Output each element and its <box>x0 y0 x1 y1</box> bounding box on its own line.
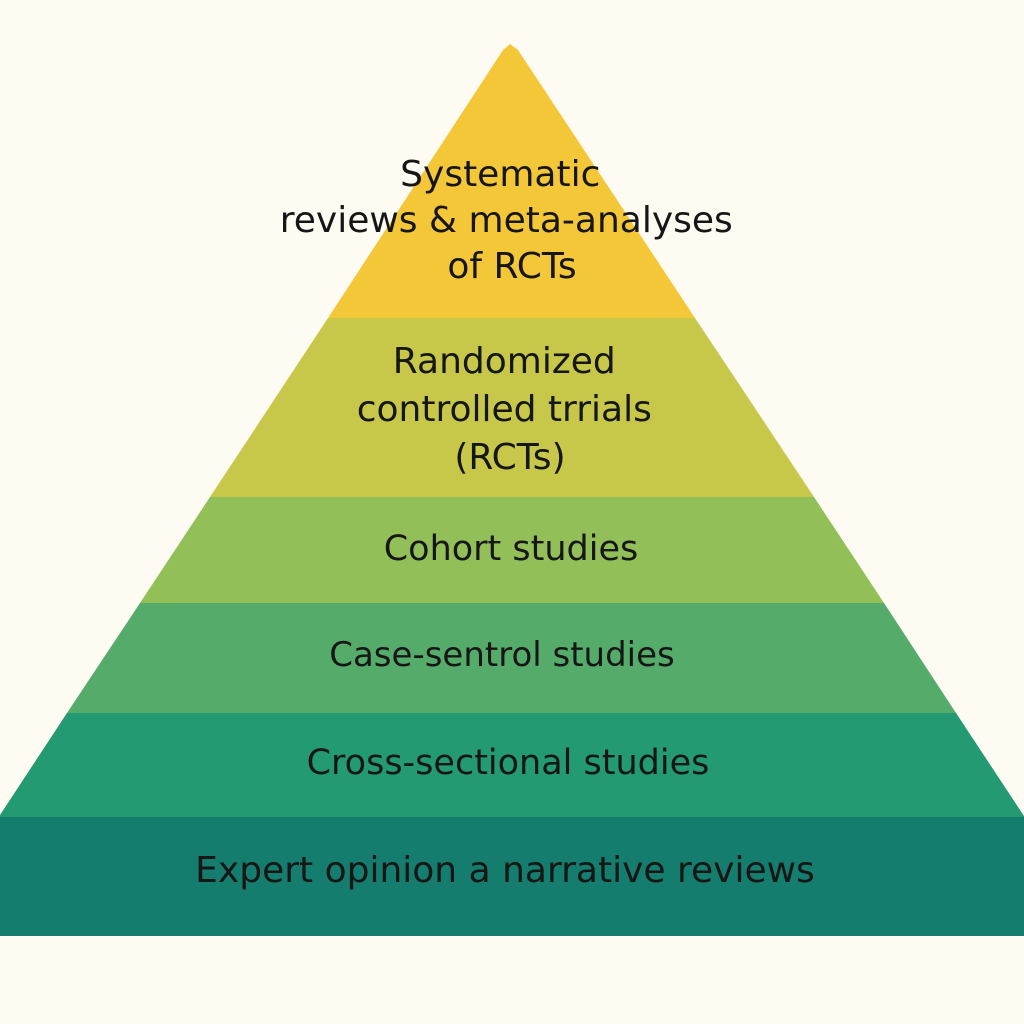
tier-1-band <box>328 44 695 318</box>
tier-5-band <box>0 713 1024 817</box>
tier-3-label-line-1: Cohort studies <box>384 529 639 569</box>
tier-4-label: Case-sentrol studies <box>329 635 675 675</box>
tier-6-band <box>0 817 1024 936</box>
tier-2-label-line-3: (RCTs) <box>454 437 565 478</box>
tier-1-label-line-1: Systematic <box>400 154 600 195</box>
tier-5-label-line-1: Cross-sectional studies <box>307 743 710 783</box>
tier-4-label-line-1: Case-sentrol studies <box>329 635 675 675</box>
tier-6-label: Expert opinion a narrative reviews <box>195 850 815 891</box>
tier-2-label-line-1: Randomized <box>393 341 616 382</box>
tier-3-label: Cohort studies <box>384 529 639 569</box>
tier-2-label-line-2: controlled trrials <box>357 389 652 430</box>
tier-2-label: Randomized controlled trrials (RCTs) <box>357 341 664 478</box>
tier-5-label: Cross-sectional studies <box>307 743 710 783</box>
tier-6-label-line-1: Expert opinion a narrative reviews <box>195 850 815 891</box>
tier-4-band <box>67 603 956 713</box>
tier-3-band <box>140 497 884 603</box>
tier-1-label: Systematic reviews & meta-analyses of RC… <box>280 154 745 287</box>
tier-1-label-line-2: reviews & meta-analyses <box>280 200 733 241</box>
tier-1-label-line-3: of RCTs <box>447 246 576 287</box>
tier-2-band <box>210 318 814 497</box>
